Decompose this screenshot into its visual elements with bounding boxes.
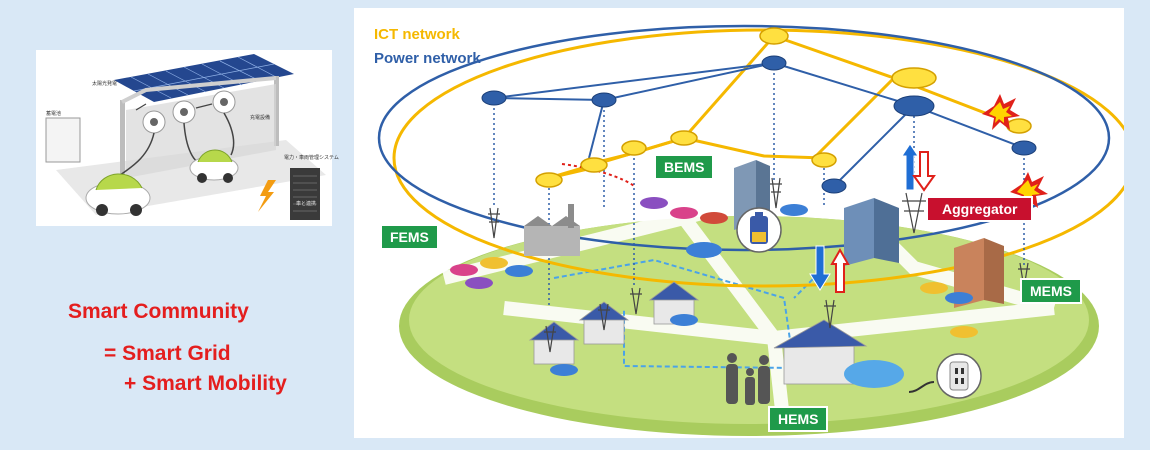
aggregator-tag: Aggregator: [926, 196, 1034, 222]
label-storage: 蓄電池: [46, 111, 62, 117]
power-links: [493, 62, 1025, 187]
power-network-ring: [377, 24, 1111, 252]
apartment-block: [954, 238, 1004, 308]
power-network-label: Power network: [374, 50, 481, 67]
power-outlet-icon: [908, 353, 982, 399]
ict-network-label: ICT network: [374, 26, 460, 43]
caption-smart-mobility: + Smart Mobility: [124, 372, 287, 395]
smart-community-diagram: ICT network Power network BEMS FEMS MEMS…: [354, 8, 1124, 438]
parked-evs: [450, 197, 978, 388]
storage-battery: [45, 117, 81, 163]
lightning-icon: [258, 180, 276, 212]
carport-pillar: [120, 100, 125, 180]
ict-nodes: [535, 27, 1032, 188]
hems-tag: HEMS: [768, 406, 829, 432]
ev-charging-illustration: 太陽光発電 蓄電池 充電設備 電力・車両管理システム 車と連携: [36, 50, 339, 226]
power-pylons: [488, 177, 1030, 353]
fault-burst-icon: [982, 94, 1020, 130]
factory: [524, 204, 580, 256]
caption-smart-grid: = Smart Grid: [104, 342, 231, 365]
label-charger: 充電設備: [250, 115, 271, 121]
label-solar: 太陽光発電: [92, 81, 118, 87]
label-vehicle: 車と連携: [296, 201, 317, 207]
aggregator-building: [844, 198, 899, 266]
label-system: 電力・車両管理システム: [284, 155, 339, 161]
diagram-canvas: [377, 24, 1124, 436]
bems-tag: BEMS: [654, 154, 715, 180]
power-nodes: [481, 55, 1037, 194]
carport-drawing: [45, 54, 326, 220]
ict-links: [548, 34, 1020, 180]
power-flow-arrows: [809, 143, 936, 293]
houses: [528, 281, 868, 385]
battery-icon: [736, 207, 782, 253]
mems-tag: MEMS: [1020, 278, 1082, 304]
caption-smart-community: Smart Community: [68, 300, 249, 323]
fems-tag: FEMS: [380, 224, 439, 250]
family-silhouette: [726, 353, 770, 405]
